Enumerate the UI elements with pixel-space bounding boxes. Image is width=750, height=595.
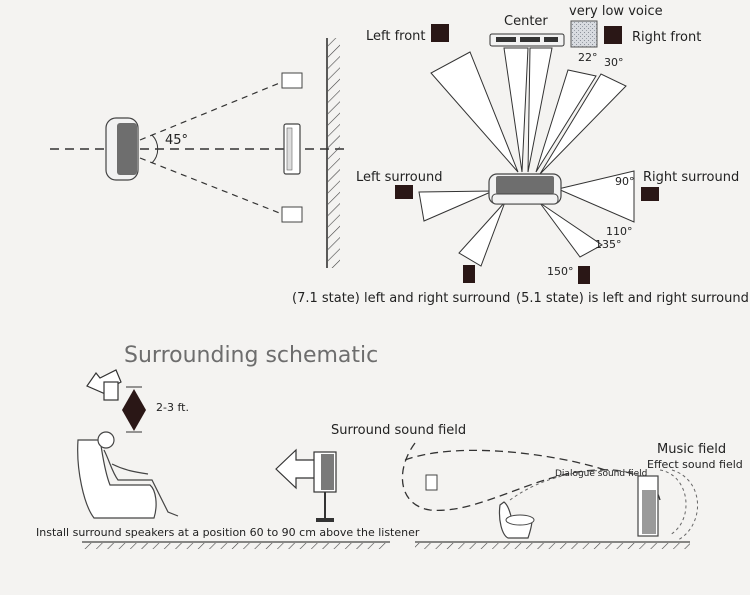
cone-center-right <box>527 47 553 173</box>
speaker-icon <box>431 24 449 42</box>
surround-field-label: Surround sound field <box>331 423 466 438</box>
sofa-icon <box>105 117 139 181</box>
tv-icon <box>283 123 301 175</box>
speaker-height-figure: 2-3 ft. Install surround speakers at a p… <box>36 369 420 549</box>
angle-110-label: 110° <box>606 225 633 238</box>
sofa-icon <box>488 173 562 205</box>
floor-hatch <box>415 543 690 549</box>
right-surround-label: Right surround <box>643 170 739 185</box>
floor-hatch <box>82 543 390 549</box>
left-ray <box>139 81 283 141</box>
angle-135-label: 135° <box>595 238 622 251</box>
dialogue-field-curve <box>509 469 641 501</box>
angle-150-label: 150° <box>547 265 574 278</box>
speaker-icon <box>425 474 438 491</box>
tv-icon <box>637 475 659 537</box>
sound-field-figure: Surround sound field Music field Effect … <box>331 423 743 549</box>
cone-right-front <box>535 69 597 173</box>
caption-5-1: (5.1 state) is left and right surround <box>516 291 749 306</box>
install-caption: Install surround speakers at a position … <box>36 526 420 539</box>
speaker-icon <box>578 266 590 284</box>
height-label: 2-3 ft. <box>156 401 189 414</box>
speaker-icon <box>641 187 659 201</box>
effect-field-label: Effect sound field <box>647 458 743 471</box>
surround-field-curve-2 <box>404 449 606 471</box>
listening-angle-figure: 45° <box>50 38 345 268</box>
cone-center-left <box>503 47 529 173</box>
section-title: Surrounding schematic <box>124 343 378 368</box>
cone-right-back <box>539 202 603 258</box>
arrow-icon <box>275 448 317 490</box>
chair-icon <box>77 431 179 519</box>
cone-left-surround <box>418 190 494 222</box>
center-label: Center <box>504 14 548 29</box>
left-surround-label: Left surround <box>356 170 442 185</box>
chair-icon <box>498 501 535 539</box>
speaker-layout-figure: Left front Center very low voice Right f… <box>292 4 749 306</box>
speaker-icon <box>395 185 413 199</box>
dialogue-field-label: Dialogue sound field <box>555 469 647 479</box>
angle-30-label: 30° <box>604 56 624 69</box>
cone-right-front-2 <box>539 73 627 175</box>
caption-7-1: (7.1 state) left and right surround <box>292 291 510 306</box>
floor-speaker-icon <box>313 451 337 522</box>
cone-left-back <box>458 201 506 267</box>
surround-field-curve <box>401 442 661 511</box>
left-front-label: Left front <box>366 29 426 44</box>
angle-90-label: 90° <box>615 175 635 188</box>
speaker-icon <box>281 72 303 89</box>
angle-22-label: 22° <box>578 51 598 64</box>
right-ray <box>139 157 283 215</box>
music-field-label: Music field <box>657 442 726 457</box>
wall-hatch <box>328 38 340 268</box>
subwoofer-icon <box>570 20 598 48</box>
speaker-icon <box>604 26 622 44</box>
height-arrow <box>122 386 146 433</box>
music-field-curve <box>671 469 699 541</box>
angle-45-label: 45° <box>165 133 188 148</box>
very-low-voice-label: very low voice <box>569 4 663 19</box>
cone-left-front <box>430 51 519 173</box>
speaker-icon <box>463 265 475 283</box>
speaker-icon <box>281 206 303 223</box>
right-front-label: Right front <box>632 30 701 45</box>
center-speaker-icon <box>489 33 565 47</box>
cone-right-surround <box>556 170 635 223</box>
speaker-icon <box>103 381 119 401</box>
effect-field-curve <box>659 469 687 536</box>
angle-arc <box>151 134 159 164</box>
